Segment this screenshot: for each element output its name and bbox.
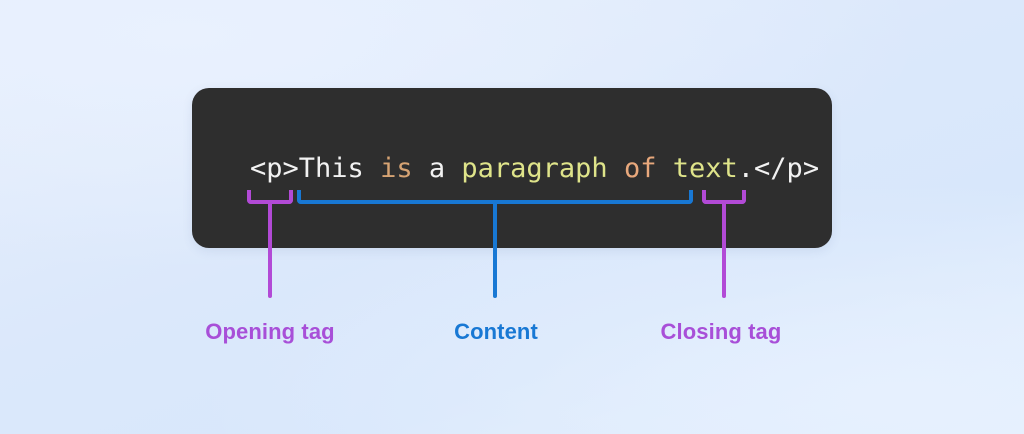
label-opening-tag: Opening tag — [205, 319, 335, 344]
label-content: Content — [454, 319, 538, 344]
code-token-space-4 — [608, 155, 624, 182]
label-closing-tag: Closing tag — [660, 319, 782, 344]
code-token-space-1 — [364, 155, 380, 182]
stem-content — [493, 200, 497, 298]
code-token-period: . — [737, 152, 755, 184]
code-line: <p> This is a paragraph of text . </p> — [250, 88, 819, 248]
stem-opening-tag — [268, 200, 272, 298]
stem-closing-tag — [722, 200, 726, 298]
code-token-tag-close: </p> — [754, 152, 820, 184]
code-token-space-2 — [413, 155, 429, 182]
code-token-text: text — [672, 152, 738, 184]
code-token-space-3 — [445, 155, 461, 182]
code-token-paragraph: paragraph — [461, 152, 608, 184]
code-token-space-5 — [656, 155, 672, 182]
code-token-of: of — [623, 152, 657, 184]
code-panel: <p> This is a paragraph of text . </p> — [192, 88, 832, 248]
code-token-this: This — [298, 152, 364, 184]
code-token-tag-open: <p> — [250, 152, 299, 184]
code-token-a: a — [428, 152, 446, 184]
code-token-is: is — [380, 152, 413, 184]
